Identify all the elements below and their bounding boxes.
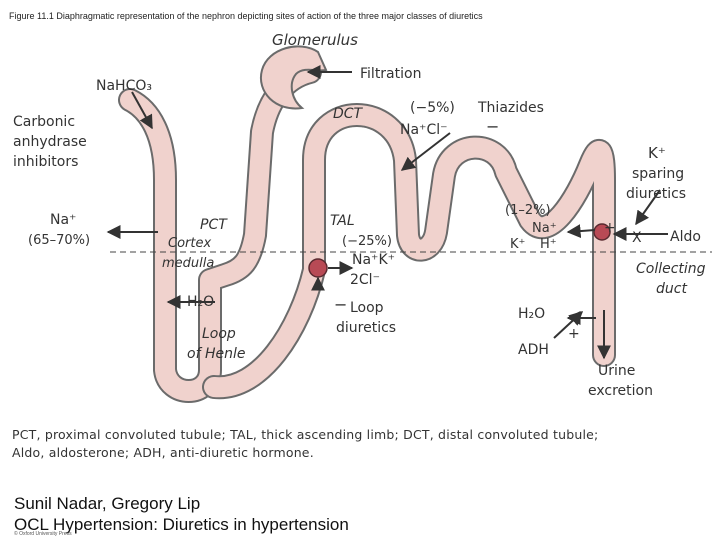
tal-label: TAL xyxy=(330,213,355,229)
k-sparing-arrow-icon xyxy=(635,189,661,226)
carbonic-label-1: Carbonic xyxy=(13,114,75,130)
carbonic-anhydrase-arrow-icon xyxy=(131,91,153,130)
adh-plus-label: + xyxy=(568,326,580,342)
thiazide-percent-label: (−5%) xyxy=(410,100,455,116)
glomerulus-capsule xyxy=(259,45,328,110)
thiazide-minus-label: − xyxy=(486,117,499,136)
credit-authors: Sunil Nadar, Gregory Lip xyxy=(14,494,201,513)
glomerulus-label: Glomerulus xyxy=(272,31,358,49)
collecting-duct-label-1: Collecting xyxy=(636,261,706,277)
filtration-label: Filtration xyxy=(360,66,421,82)
pct-label: PCT xyxy=(200,217,228,233)
na-collecting-arrow-icon xyxy=(566,224,596,239)
nahco3-label: NaHCO₃ xyxy=(96,78,152,94)
collecting-h-label: H⁺ xyxy=(540,237,557,252)
nacl-label: Na⁺Cl⁻ xyxy=(400,122,448,138)
collecting-duct-pump-icon xyxy=(593,223,611,241)
nak-label: Na⁺K⁺ xyxy=(352,252,395,268)
na-percent-label-2: (65–70%) xyxy=(28,233,90,248)
thiazide-arrow-icon xyxy=(400,132,451,171)
k-sparing-label-1: K⁺ xyxy=(648,144,666,162)
aldo-block-x-label: X xyxy=(632,230,642,246)
urine-label-2: excretion xyxy=(588,383,653,399)
loop-henle-label-1: Loop xyxy=(202,326,236,342)
cortex-label: Cortex xyxy=(168,236,211,251)
tal-pump-icon xyxy=(308,258,328,278)
abbreviation-legend-line-1: PCT, proximal convoluted tubule; TAL, th… xyxy=(12,427,599,442)
medulla-label: medulla xyxy=(162,256,214,271)
abbreviation-legend-line-2: Aldo, aldosterone; ADH, anti-diuretic ho… xyxy=(12,445,314,460)
tal-percent-label: (−25%) xyxy=(342,234,392,249)
figure-caption: Figure 11.1 Diaphragmatic representation… xyxy=(9,11,483,21)
nephron-tubule xyxy=(118,60,616,403)
carbonic-label-3: inhibitors xyxy=(13,154,78,170)
carbonic-label-2: anhydrase xyxy=(13,134,87,150)
collecting-k-label: K⁺ xyxy=(510,237,525,252)
thiazides-label: Thiazides xyxy=(477,100,544,116)
loop-minus-label: − xyxy=(334,295,347,314)
collecting-na-label: Na⁺ xyxy=(532,221,557,236)
collecting-duct-label-2: duct xyxy=(656,281,687,297)
copyright-notice: © Oxford University Press xyxy=(14,531,72,537)
loop-henle-label-2: of Henle xyxy=(187,346,245,362)
aldo-label: Aldo xyxy=(670,229,701,245)
dct-label: DCT xyxy=(333,106,364,122)
h2o-loop-label: H₂O xyxy=(187,294,214,310)
adh-label: ADH xyxy=(518,342,549,358)
collecting-plus-label: + xyxy=(604,220,616,236)
k-sparing-label-3: diuretics xyxy=(626,186,686,202)
adh-arrow-icon xyxy=(553,311,584,339)
urine-label-1: Urine xyxy=(598,363,635,379)
loop-diuretics-label-2: diuretics xyxy=(336,320,396,336)
arrows xyxy=(106,65,668,360)
credit-title: OCL Hypertension: Diuretics in hypertens… xyxy=(14,515,349,534)
h2o-collecting-label: H₂O xyxy=(518,306,545,322)
k-sparing-label-2: sparing xyxy=(632,166,684,182)
collecting-percent-label: (1–2%) xyxy=(505,203,551,218)
loop-diuretics-label-1: Loop xyxy=(350,300,384,316)
twocl-label: 2Cl⁻ xyxy=(350,272,380,288)
na-percent-label-1: Na⁺ xyxy=(50,212,76,228)
